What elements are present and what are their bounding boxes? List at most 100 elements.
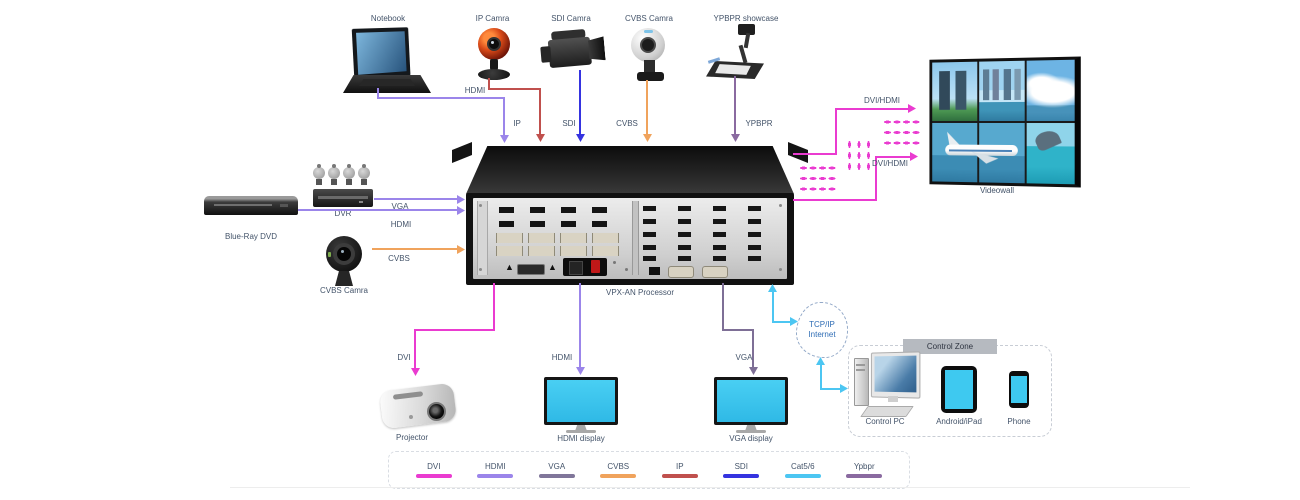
processor-label: VPX-AN Processor: [605, 288, 675, 297]
dolphin-graphic: [1033, 126, 1063, 153]
notebook-label: Notebook: [370, 14, 406, 23]
arrowhead: [457, 195, 465, 204]
control-pc-device: [852, 350, 921, 418]
phone-device: [1009, 371, 1029, 408]
serial-port: [702, 266, 728, 278]
legend-swatch-cvbs: [600, 474, 637, 478]
ypbpr-showcase-label: YPBPR showcase: [713, 14, 779, 23]
dvi-port-row: [496, 233, 624, 243]
cable-ypbpr: [734, 76, 736, 135]
blank-plate-row: [643, 206, 781, 211]
legend-item-cvbs: CVBS: [600, 462, 637, 478]
vga-display-device: [714, 377, 788, 425]
cable-cvbs-webcam: [372, 248, 458, 250]
control-pc-label: Control PC: [865, 417, 905, 426]
arrowhead: [731, 134, 740, 142]
cloud-line1: TCP/IP: [809, 319, 835, 329]
arrowhead: [908, 104, 916, 113]
videowall-screen-dolphin: [1026, 123, 1075, 185]
more-cables-dashes: [845, 139, 875, 172]
notebook-device: [343, 27, 433, 94]
hdmi-display-label: HDMI display: [557, 434, 605, 443]
legend-item-hdmi: HDMI: [477, 462, 514, 478]
blank-plate-row: [643, 245, 781, 250]
dvi-port-row: [496, 246, 624, 256]
cable-label-dvi-hdmi-lower: DVI/HDMI: [872, 159, 908, 168]
cable-hdmi-out: [579, 283, 581, 368]
cvbs-camera-left-label: CVBS Camra: [319, 286, 368, 295]
cable-cat56-controlzone: [820, 364, 822, 390]
vga-port: [668, 266, 694, 278]
arrowhead: [576, 134, 585, 142]
arrowhead: [749, 367, 758, 375]
sdi-camera-lens: [588, 36, 606, 61]
control-zone-title: Control Zone: [926, 342, 974, 351]
arrowhead: [576, 367, 585, 375]
projector-label: Projector: [395, 433, 428, 442]
legend-swatch-ypbpr: [846, 474, 883, 478]
blank-plate-row: [643, 219, 781, 224]
tablet-label: Android/iPad: [936, 417, 982, 426]
blu-ray-label: Blue-Ray DVD: [224, 232, 277, 241]
arrowhead: [411, 368, 420, 376]
legend-item-sdi: SDI: [723, 462, 760, 478]
processor-chassis: ▲ ▲: [466, 193, 794, 285]
hdmi-port-row: [499, 207, 617, 213]
control-zone-header: Control Zone: [903, 339, 997, 354]
cable-cat56-processor: [772, 291, 774, 323]
legend-item-dvi: DVI: [415, 462, 452, 478]
dvr-label: DVR: [334, 209, 352, 218]
cable-label-cvbs-top: CVBS: [616, 119, 638, 128]
projector-device: [378, 377, 459, 433]
tablet-device: [941, 366, 977, 413]
legend-swatch-ip: [661, 474, 698, 478]
cable-label-hdmi-out: HDMI: [551, 353, 573, 362]
projector-lens: [427, 402, 446, 421]
legend-item-cat56: Cat5/6: [784, 462, 821, 478]
videowall-screen-towers: [932, 61, 977, 122]
videowall-screen-clouds: [1026, 59, 1075, 121]
hdmi-display-device: [544, 377, 618, 425]
rack-ear-left: [452, 141, 472, 164]
notebook-screen: [351, 27, 411, 81]
sdi-camera-label: SDI Camra: [551, 14, 591, 23]
dome-cameras: [312, 164, 374, 188]
cable-dvi-out: [493, 283, 495, 331]
dvr-device: [313, 189, 373, 207]
arrowhead: [840, 384, 848, 393]
cloud-line2: Internet: [808, 330, 836, 339]
cable-label-dvi-hdmi-upper: DVI/HDMI: [864, 96, 900, 105]
pc-keyboard: [860, 406, 914, 417]
cable-label-hdmi-top: HDMI: [464, 86, 486, 95]
warning-icon: ▲: [548, 262, 557, 272]
legend-swatch-vga: [538, 474, 575, 478]
videowall-device: [929, 56, 1081, 188]
sdi-camera-body: [547, 36, 592, 69]
legend-item-ip: IP: [661, 462, 698, 478]
cable-cvbs-top: [646, 80, 648, 135]
legend-swatch-dvi: [415, 474, 452, 478]
legend-item-ypbpr: Ypbpr: [846, 462, 883, 478]
legend-swatch-cat56: [784, 474, 821, 478]
blu-ray-device: [204, 196, 298, 215]
legend-swatch-hdmi: [477, 474, 514, 478]
phone-label: Phone: [1007, 417, 1031, 426]
arrowhead: [816, 357, 825, 365]
cable-hdmi-bluray: [298, 209, 458, 211]
arrowhead: [643, 134, 652, 142]
legend-box: DVI HDMI VGA CVBS IP SDI Cat5/6 Ypbpr: [388, 451, 910, 489]
cable-label-hdmi-left: HDMI: [390, 220, 412, 229]
processor-front-panel: ▲ ▲: [473, 198, 787, 279]
hdmi-port-row: [499, 221, 617, 227]
cable-hdmi-notebook: [377, 88, 379, 99]
power-switch: [591, 260, 600, 273]
cvbs-camera-top-label: CVBS Camra: [624, 14, 673, 23]
ypbpr-showcase-device: [704, 24, 768, 84]
cvbs-camera-top-device: [627, 28, 673, 84]
arrowhead: [500, 135, 509, 143]
cable-vga-out: [722, 283, 724, 331]
more-cables-dashes: [883, 117, 920, 148]
cable-label-ip: IP: [513, 119, 521, 128]
cable-label-ypbpr: YPBPR: [745, 119, 773, 128]
cable-vga-dvr: [374, 198, 458, 200]
